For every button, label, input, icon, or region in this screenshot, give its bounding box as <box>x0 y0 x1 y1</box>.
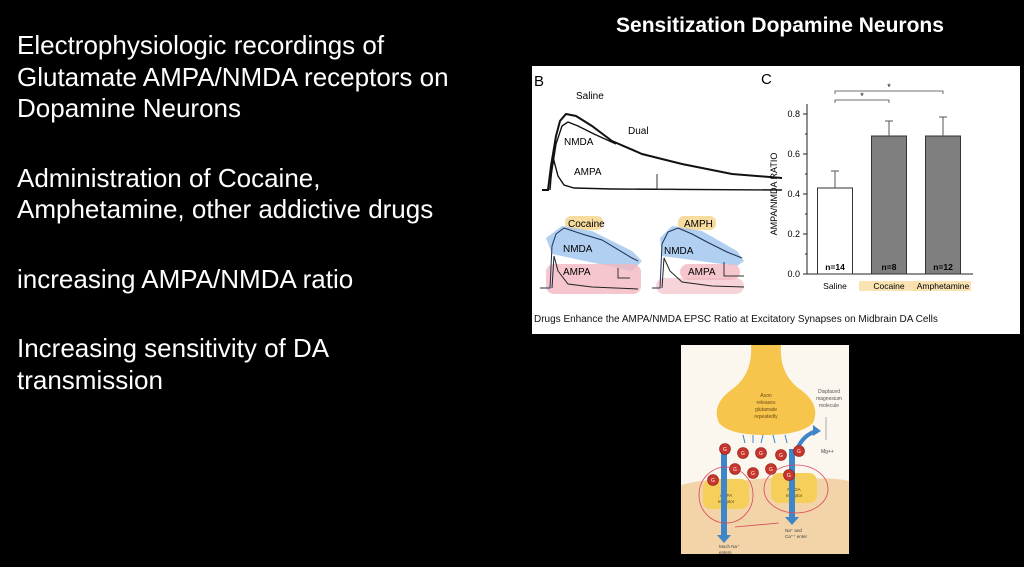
n-label: n=14 <box>825 262 845 272</box>
glutamate-molecule <box>783 469 795 481</box>
amph-title-highlight <box>678 216 716 230</box>
amph-ampa-label: AMPA <box>688 267 716 278</box>
ampa-circle-annotation <box>698 466 754 524</box>
glutamate-molecule <box>729 463 741 475</box>
glutamate-molecule <box>719 443 731 455</box>
panel-b-label: B <box>534 73 544 90</box>
trace-saline <box>542 112 783 191</box>
glutamate-glyph: G <box>723 447 727 453</box>
nmda-highlight-cocaine <box>546 226 642 271</box>
n-label: n=8 <box>882 262 897 272</box>
category-highlight <box>913 281 971 291</box>
x-tick-label: Amphetamine <box>917 281 970 291</box>
category-highlight <box>859 281 917 291</box>
glutamate-glyph: G <box>797 449 801 455</box>
glutamate-molecule <box>737 447 749 459</box>
x-tick-label: Cocaine <box>873 281 904 291</box>
slide-title: Sensitization Dopamine Neurons <box>616 14 944 37</box>
glutamate-molecule <box>775 449 787 461</box>
trace-label-saline: Saline <box>576 91 604 102</box>
axon-terminal <box>716 345 816 435</box>
glutamate-glyph: G <box>733 467 737 473</box>
cocaine-title: Cocaine <box>568 219 605 230</box>
y-tick-label: 0.8 <box>787 109 800 119</box>
glutamate-molecule <box>793 445 805 457</box>
glutamate-glyph: G <box>711 478 715 484</box>
glutamate-glyph: G <box>769 467 773 473</box>
nmda-highlight-amph <box>660 226 744 266</box>
bullet-1: Electrophysiologic recordings of Glutama… <box>17 30 449 123</box>
glutamate-glyph: G <box>751 471 755 477</box>
glutamate-molecule <box>707 474 719 486</box>
release-arrows <box>742 434 788 444</box>
ampa-highlight-cocaine <box>546 264 641 294</box>
significance-bracket <box>834 90 944 94</box>
trace-label-nmda: NMDA <box>564 137 594 148</box>
trace-ampa <box>549 158 783 191</box>
amph-title: AMPH <box>684 219 713 230</box>
comparison-arrow <box>734 522 780 528</box>
figure-svg: B Saline Dual NMDA AMPA Cocaine NMDA AMP… <box>534 71 973 294</box>
bullet-list: Electrophysiologic recordings of Glutama… <box>17 30 457 434</box>
scale-bar <box>656 174 676 190</box>
significance-star: * <box>887 82 891 92</box>
trace-nmda <box>550 121 617 177</box>
glutamate-molecule <box>755 447 767 459</box>
nmda-circle-annotation <box>763 464 829 514</box>
significance-star: * <box>860 91 864 101</box>
cocaine-nmda-label: NMDA <box>563 244 593 255</box>
x-tick-label: Saline <box>823 281 847 291</box>
y-tick-label: 0.2 <box>787 229 800 239</box>
panel-c-label: C <box>761 71 772 88</box>
y-tick-label: 0.4 <box>787 189 800 199</box>
na-label: Much Na⁺enters <box>719 544 740 554</box>
ion-flow-arrows <box>717 449 799 543</box>
mg-ion-label: Mg++ <box>821 449 834 455</box>
bullet-3: increasing AMPA/NMDA ratio <box>17 263 354 294</box>
amph-nmda-label: NMDA <box>664 246 694 257</box>
bar-amphetamine <box>925 135 961 275</box>
y-tick-label: 0.6 <box>787 149 800 159</box>
glutamate-glyph: G <box>779 453 783 459</box>
bar-saline <box>817 187 853 275</box>
glutamate-molecules: G G G G G G G G G G <box>707 443 805 486</box>
figure-caption: Drugs Enhance the AMPA/NMDA EPSC Ratio a… <box>534 314 938 325</box>
glutamate-molecule <box>747 467 759 479</box>
glutamate-glyph: G <box>787 473 791 479</box>
bar-cocaine <box>871 135 907 275</box>
figure-panel: B Saline Dual NMDA AMPA Cocaine NMDA AMP… <box>532 66 1020 334</box>
cocaine-title-highlight <box>565 216 603 230</box>
n-label: n=12 <box>933 262 953 272</box>
y-tick-label: 0.0 <box>787 269 800 279</box>
significance-bracket <box>834 99 890 103</box>
bullet-4: Increasing sensitivity of DA transmissio… <box>17 333 328 395</box>
trace-label-ampa: AMPA <box>574 167 602 178</box>
y-axis-label: AMPA/NMDA RATIO <box>769 153 779 236</box>
glutamate-glyph: G <box>759 451 763 457</box>
glutamate-glyph: G <box>741 451 745 457</box>
trace-label-dual: Dual <box>628 126 649 137</box>
cocaine-ampa-label: AMPA <box>563 267 591 278</box>
bullet-2: Administration of Cocaine, Amphetamine, … <box>17 162 434 225</box>
